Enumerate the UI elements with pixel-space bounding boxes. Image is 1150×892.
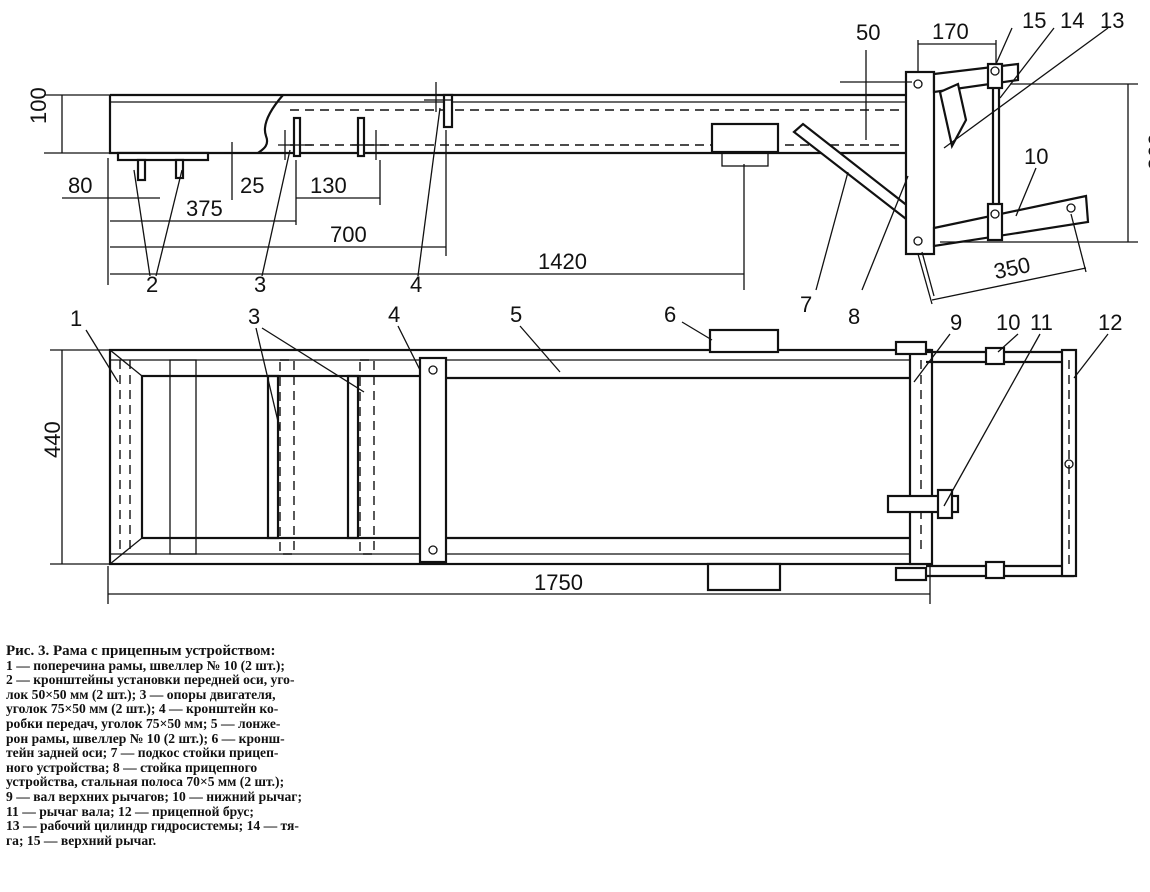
dim-25: 25 bbox=[240, 173, 264, 198]
callout-12: 12 bbox=[1098, 310, 1122, 335]
caption-line: устройства, стальная полоса 70×5 мм (2 ш… bbox=[6, 774, 285, 790]
callout-10-side: 10 bbox=[1024, 144, 1048, 169]
hitch-brace bbox=[792, 122, 920, 224]
caption-line: 11 — рычаг вала; 12 — прицепной брус; bbox=[6, 803, 254, 819]
side-leaders bbox=[133, 27, 1109, 297]
callout-15: 15 bbox=[1022, 8, 1046, 33]
upper-lever-shaft bbox=[894, 340, 928, 356]
hydraulic-cylinder bbox=[938, 82, 968, 150]
dim-700: 700 bbox=[330, 222, 367, 247]
lower-lever bbox=[932, 194, 1090, 248]
dim-350: 350 bbox=[991, 252, 1032, 284]
engine-mounts bbox=[278, 116, 386, 160]
callout-3-top: 3 bbox=[248, 304, 260, 329]
caption-line: уголок 75×50 мм (2 шт.); 4 — кронштейн к… bbox=[6, 701, 279, 717]
caption-line: рон рамы, швеллер № 10 (2 шт.); 6 — крон… bbox=[6, 730, 285, 746]
top-leaders bbox=[85, 321, 1109, 507]
top-view: 440 1750 1 3 4 5 6 9 10 11 12 bbox=[40, 302, 1122, 604]
caption-line: робки передач, уголок 75×50 мм; 5 — лонж… bbox=[6, 715, 281, 731]
caption-line: лок 50×50 мм (2 шт.); 3 — опоры двигател… bbox=[6, 686, 276, 702]
callout-13: 13 bbox=[1100, 8, 1124, 33]
rear-axle-bracket-side bbox=[710, 122, 780, 154]
figure-caption: Рис. 3. Рама с прицепным устройством: 1 … bbox=[6, 644, 376, 848]
dim-50: 50 bbox=[856, 20, 880, 45]
callout-14: 14 bbox=[1060, 8, 1084, 33]
callout-9: 9 bbox=[950, 310, 962, 335]
top-dimensions bbox=[50, 349, 931, 604]
callout-6: 6 bbox=[664, 302, 676, 327]
dim-440: 440 bbox=[40, 421, 65, 458]
gearbox-bracket bbox=[424, 82, 454, 129]
callout-4-top: 4 bbox=[388, 302, 400, 327]
dim-80: 80 bbox=[68, 173, 92, 198]
upper-lever bbox=[932, 62, 1020, 94]
dim-1420: 1420 bbox=[538, 249, 587, 274]
callout-5: 5 bbox=[510, 302, 522, 327]
callout-4-side: 4 bbox=[410, 272, 422, 297]
caption-line: ного устройства; 8 — стойка прицепного bbox=[6, 759, 258, 775]
caption-line: тейн задней оси; 7 — подкос стойки прице… bbox=[6, 745, 279, 761]
dim-130: 130 bbox=[310, 173, 347, 198]
dim-360: 360 bbox=[1144, 133, 1150, 170]
rear-axle-bracket-bottom bbox=[706, 562, 782, 592]
callout-3-side: 3 bbox=[254, 272, 266, 297]
caption-line: 2 — кронштейны установки передней оси, у… bbox=[6, 672, 295, 688]
callout-7: 7 bbox=[800, 292, 812, 317]
front-axle-brackets bbox=[116, 151, 210, 182]
rear-axle-bracket-top bbox=[708, 328, 780, 354]
gearbox-bracket-plate bbox=[418, 356, 448, 564]
dim-1750: 1750 bbox=[534, 570, 583, 595]
callout-1: 1 bbox=[70, 306, 82, 331]
caption-title: Рис. 3. Рама с прицепным устройством: bbox=[6, 643, 276, 659]
caption-line: 13 — рабочий цилиндр гидросистемы; 14 — … bbox=[6, 818, 299, 834]
side-view: 100 80 375 25 130 700 1420 50 170 360 35… bbox=[26, 8, 1150, 329]
side-dimensions bbox=[44, 40, 1138, 305]
callout-8: 8 bbox=[848, 304, 860, 329]
caption-line: га; 15 — верхний рычаг. bbox=[6, 832, 157, 848]
caption-line: 9 — вал верхних рычагов; 10 — нижний рыч… bbox=[6, 788, 302, 804]
dim-100: 100 bbox=[26, 87, 51, 124]
engine-mount-crossbars bbox=[169, 359, 375, 555]
hitch-post bbox=[904, 70, 936, 256]
callout-10-top: 10 bbox=[996, 310, 1020, 335]
dim-170: 170 bbox=[932, 19, 969, 44]
callout-11: 11 bbox=[1030, 310, 1053, 335]
caption-line: 1 — поперечина рамы, швеллер № 10 (2 шт.… bbox=[6, 657, 285, 673]
hitch-bar bbox=[1060, 348, 1078, 578]
dim-375: 375 bbox=[186, 196, 223, 221]
callout-2: 2 bbox=[146, 272, 158, 297]
